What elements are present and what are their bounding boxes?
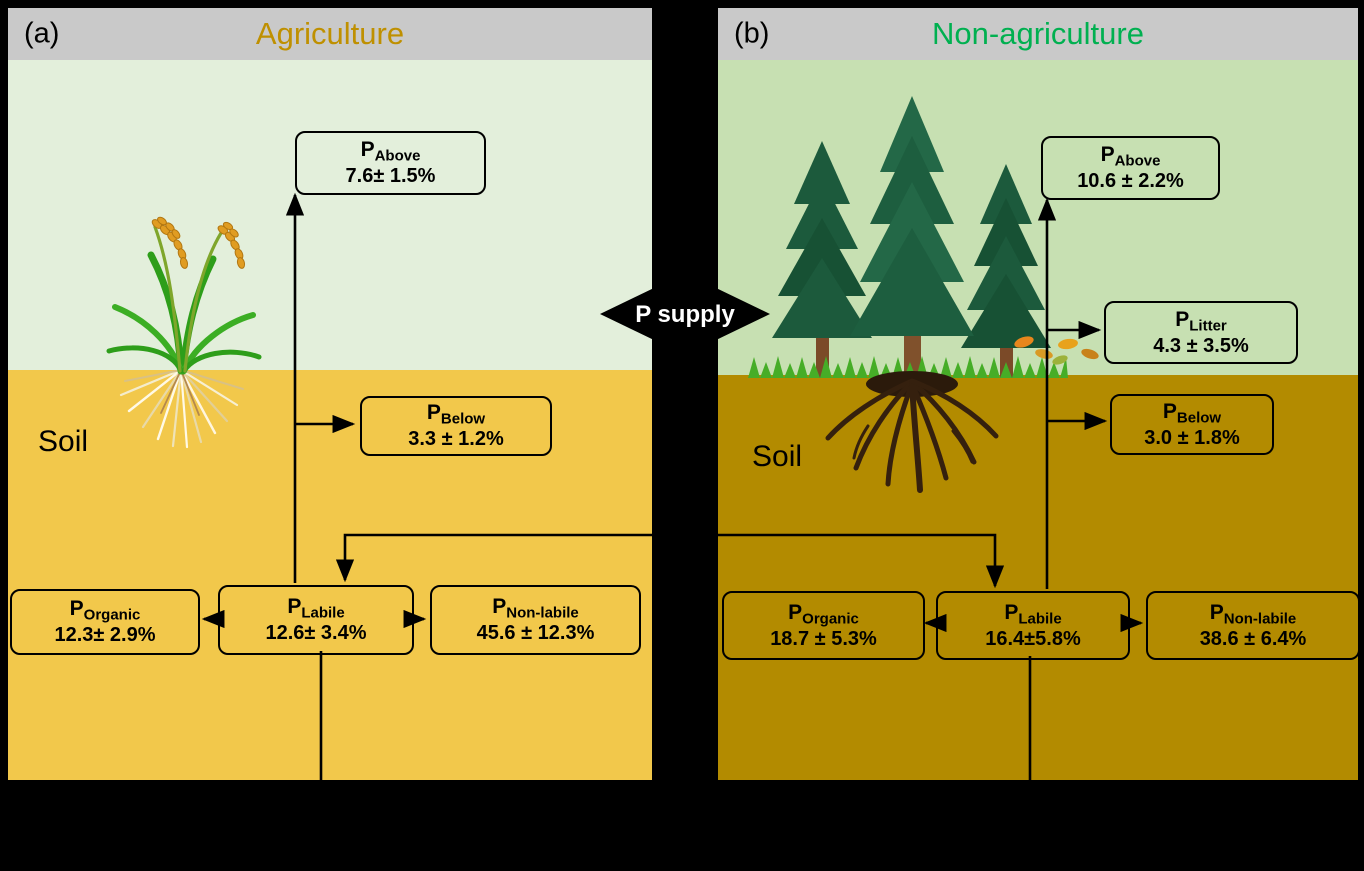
p-subscript: Below — [1176, 409, 1222, 427]
grass — [748, 356, 1068, 378]
p-below-a-label: PBelow — [427, 401, 485, 428]
tree-roots — [825, 371, 999, 493]
p-nonlabile-a-value: 45.6 ± 12.3% — [476, 622, 595, 645]
p-labile-b-value: 16.4±5.8% — [985, 627, 1081, 650]
p-subscript: Non-labile — [1223, 610, 1297, 628]
box-p-labile-b: PLabile 16.4±5.8% — [936, 591, 1130, 660]
pine-trees-illustration — [748, 96, 1068, 493]
p-subscript: Labile — [1018, 610, 1062, 628]
panel-non-agriculture: (b) Non-agriculture — [718, 8, 1358, 780]
box-p-litter-b: PLitter 4.3 ± 3.5% — [1104, 301, 1298, 364]
p-subscript: Organic — [83, 606, 141, 624]
p-supply-label: P supply — [635, 301, 735, 328]
p-organic-a-value: 12.3± 2.9% — [54, 624, 156, 647]
p-above-b-value: 10.6 ± 2.2% — [1077, 170, 1184, 193]
p-labile-b-label: PLabile — [1004, 601, 1061, 628]
panel-a-title: Agriculture — [255, 16, 405, 51]
p-organic-b-value: 18.7 ± 5.3% — [770, 627, 877, 650]
box-p-below-b: PBelow 3.0 ± 1.8% — [1110, 394, 1274, 455]
p-below-b-value: 3.0 ± 1.8% — [1144, 426, 1240, 449]
rice-leaves — [106, 225, 262, 375]
p-symbol: P — [1004, 600, 1019, 624]
p-subscript: Above — [1114, 152, 1161, 170]
p-labile-a-label: PLabile — [287, 595, 344, 622]
p-symbol: P — [492, 595, 507, 619]
box-p-above-b: PAbove 10.6 ± 2.2% — [1041, 136, 1220, 200]
panel-a-header: (a) Agriculture — [8, 8, 652, 60]
p-symbol: P — [426, 401, 441, 425]
p-symbol: P — [1100, 143, 1115, 167]
box-p-above-a: PAbove 7.6± 1.5% — [295, 131, 486, 195]
p-symbol: P — [69, 597, 84, 621]
box-p-below-a: PBelow 3.3 ± 1.2% — [360, 396, 552, 456]
p-subscript: Litter — [1189, 317, 1227, 335]
p-symbol: P — [287, 595, 302, 619]
panel-agriculture: (a) Agriculture — [8, 8, 652, 780]
panel-b-tag: (b) — [734, 17, 770, 50]
arrow-supply-to-labile — [718, 533, 1005, 589]
p-below-a-value: 3.3 ± 1.2% — [408, 428, 504, 451]
p-subscript: Below — [440, 410, 486, 428]
box-p-organic-b: POrganic 18.7 ± 5.3% — [722, 591, 925, 660]
p-symbol: P — [1162, 399, 1177, 423]
box-p-organic-a: POrganic 12.3± 2.9% — [10, 589, 200, 655]
p-nonlabile-b-value: 38.6 ± 6.4% — [1199, 627, 1307, 650]
p-above-b-label: PAbove — [1101, 143, 1161, 170]
tree-center — [850, 96, 974, 378]
p-symbol: P — [360, 138, 375, 162]
box-p-labile-a: PLabile 12.6± 3.4% — [218, 585, 414, 655]
rice-plant-illustration — [106, 216, 262, 449]
p-subscript: Labile — [301, 604, 345, 622]
panel-b-soil — [718, 375, 1358, 780]
p-symbol: P — [1175, 307, 1190, 331]
tree-right — [961, 164, 1051, 378]
box-p-nonlabile-a: PNon-labile 45.6 ± 12.3% — [430, 585, 641, 655]
rice-roots — [119, 368, 244, 449]
p-above-a-label: PAbove — [361, 138, 421, 165]
p-below-b-label: PBelow — [1163, 400, 1221, 427]
p-subscript: Organic — [802, 610, 859, 628]
p-nonlabile-b-label: PNon-labile — [1210, 601, 1297, 628]
panel-a-sky — [8, 60, 652, 370]
p-symbol: P — [1209, 600, 1224, 624]
panel-b-soil-label: Soil — [752, 440, 803, 473]
panel-b-header: (b) Non-agriculture — [718, 8, 1358, 60]
p-above-a-value: 7.6± 1.5% — [345, 165, 436, 188]
p-nonlabile-a-label: PNon-labile — [492, 595, 579, 622]
p-organic-a-label: POrganic — [70, 597, 141, 624]
panel-a-flux-arrows — [201, 192, 652, 780]
p-supply-diamond-shape: P supply — [600, 273, 770, 355]
panel-a-soil — [8, 370, 652, 780]
p-litter-b-label: PLitter — [1175, 308, 1227, 335]
panel-a-tag: (a) — [24, 17, 60, 50]
box-p-nonlabile-b: PNon-labile 38.6 ± 6.4% — [1146, 591, 1358, 660]
p-subscript: Non-labile — [506, 604, 579, 622]
panel-a-soil-label: Soil — [38, 425, 89, 458]
litter-leaves-illustration — [1014, 336, 1099, 365]
p-symbol: P — [788, 600, 803, 624]
p-litter-b-value: 4.3 ± 3.5% — [1153, 334, 1249, 357]
panel-b-flux-arrows — [718, 197, 1144, 780]
p-subscript: Above — [374, 147, 421, 165]
arrow-supply-to-labile — [335, 533, 652, 583]
rice-panicles — [151, 216, 246, 269]
p-supply-diamond: P supply — [598, 271, 772, 357]
p-labile-a-value: 12.6± 3.4% — [265, 622, 367, 645]
p-organic-b-label: POrganic — [788, 601, 859, 628]
panel-b-title: Non-agriculture — [932, 16, 1144, 51]
